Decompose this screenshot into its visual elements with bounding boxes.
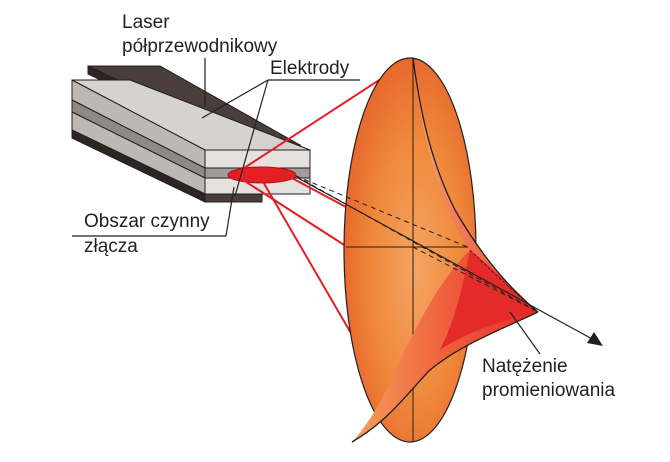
intensity-peak-outline-bottom — [351, 311, 539, 443]
label-active-region-line2: złącza — [84, 236, 138, 257]
optical-axis — [297, 177, 603, 346]
intensity-profile — [351, 57, 539, 443]
label-intensity-line1: Natężenie — [482, 356, 568, 377]
optical-axis-line — [297, 177, 595, 341]
label-active-region-line1: Obszar czynny — [84, 211, 210, 232]
intensity-peak-body — [440, 250, 538, 350]
emitter-spot — [227, 166, 297, 184]
laser-chip — [71, 65, 311, 203]
intensity-peak-outline-top — [412, 57, 539, 313]
leader-lines — [72, 58, 541, 355]
label-laser-line1: Laser — [122, 12, 170, 33]
label-intensity-line2: promieniowania — [482, 380, 616, 401]
label-laser-line2: półprzewodnikowy — [122, 36, 278, 57]
optical-axis-arrowhead — [587, 332, 603, 346]
bottom-electrode-front — [204, 193, 263, 203]
labels: Laser półprzewodnikowy Elektrody Obszar … — [84, 12, 616, 401]
label-electrodes: Elektrody — [270, 58, 350, 79]
